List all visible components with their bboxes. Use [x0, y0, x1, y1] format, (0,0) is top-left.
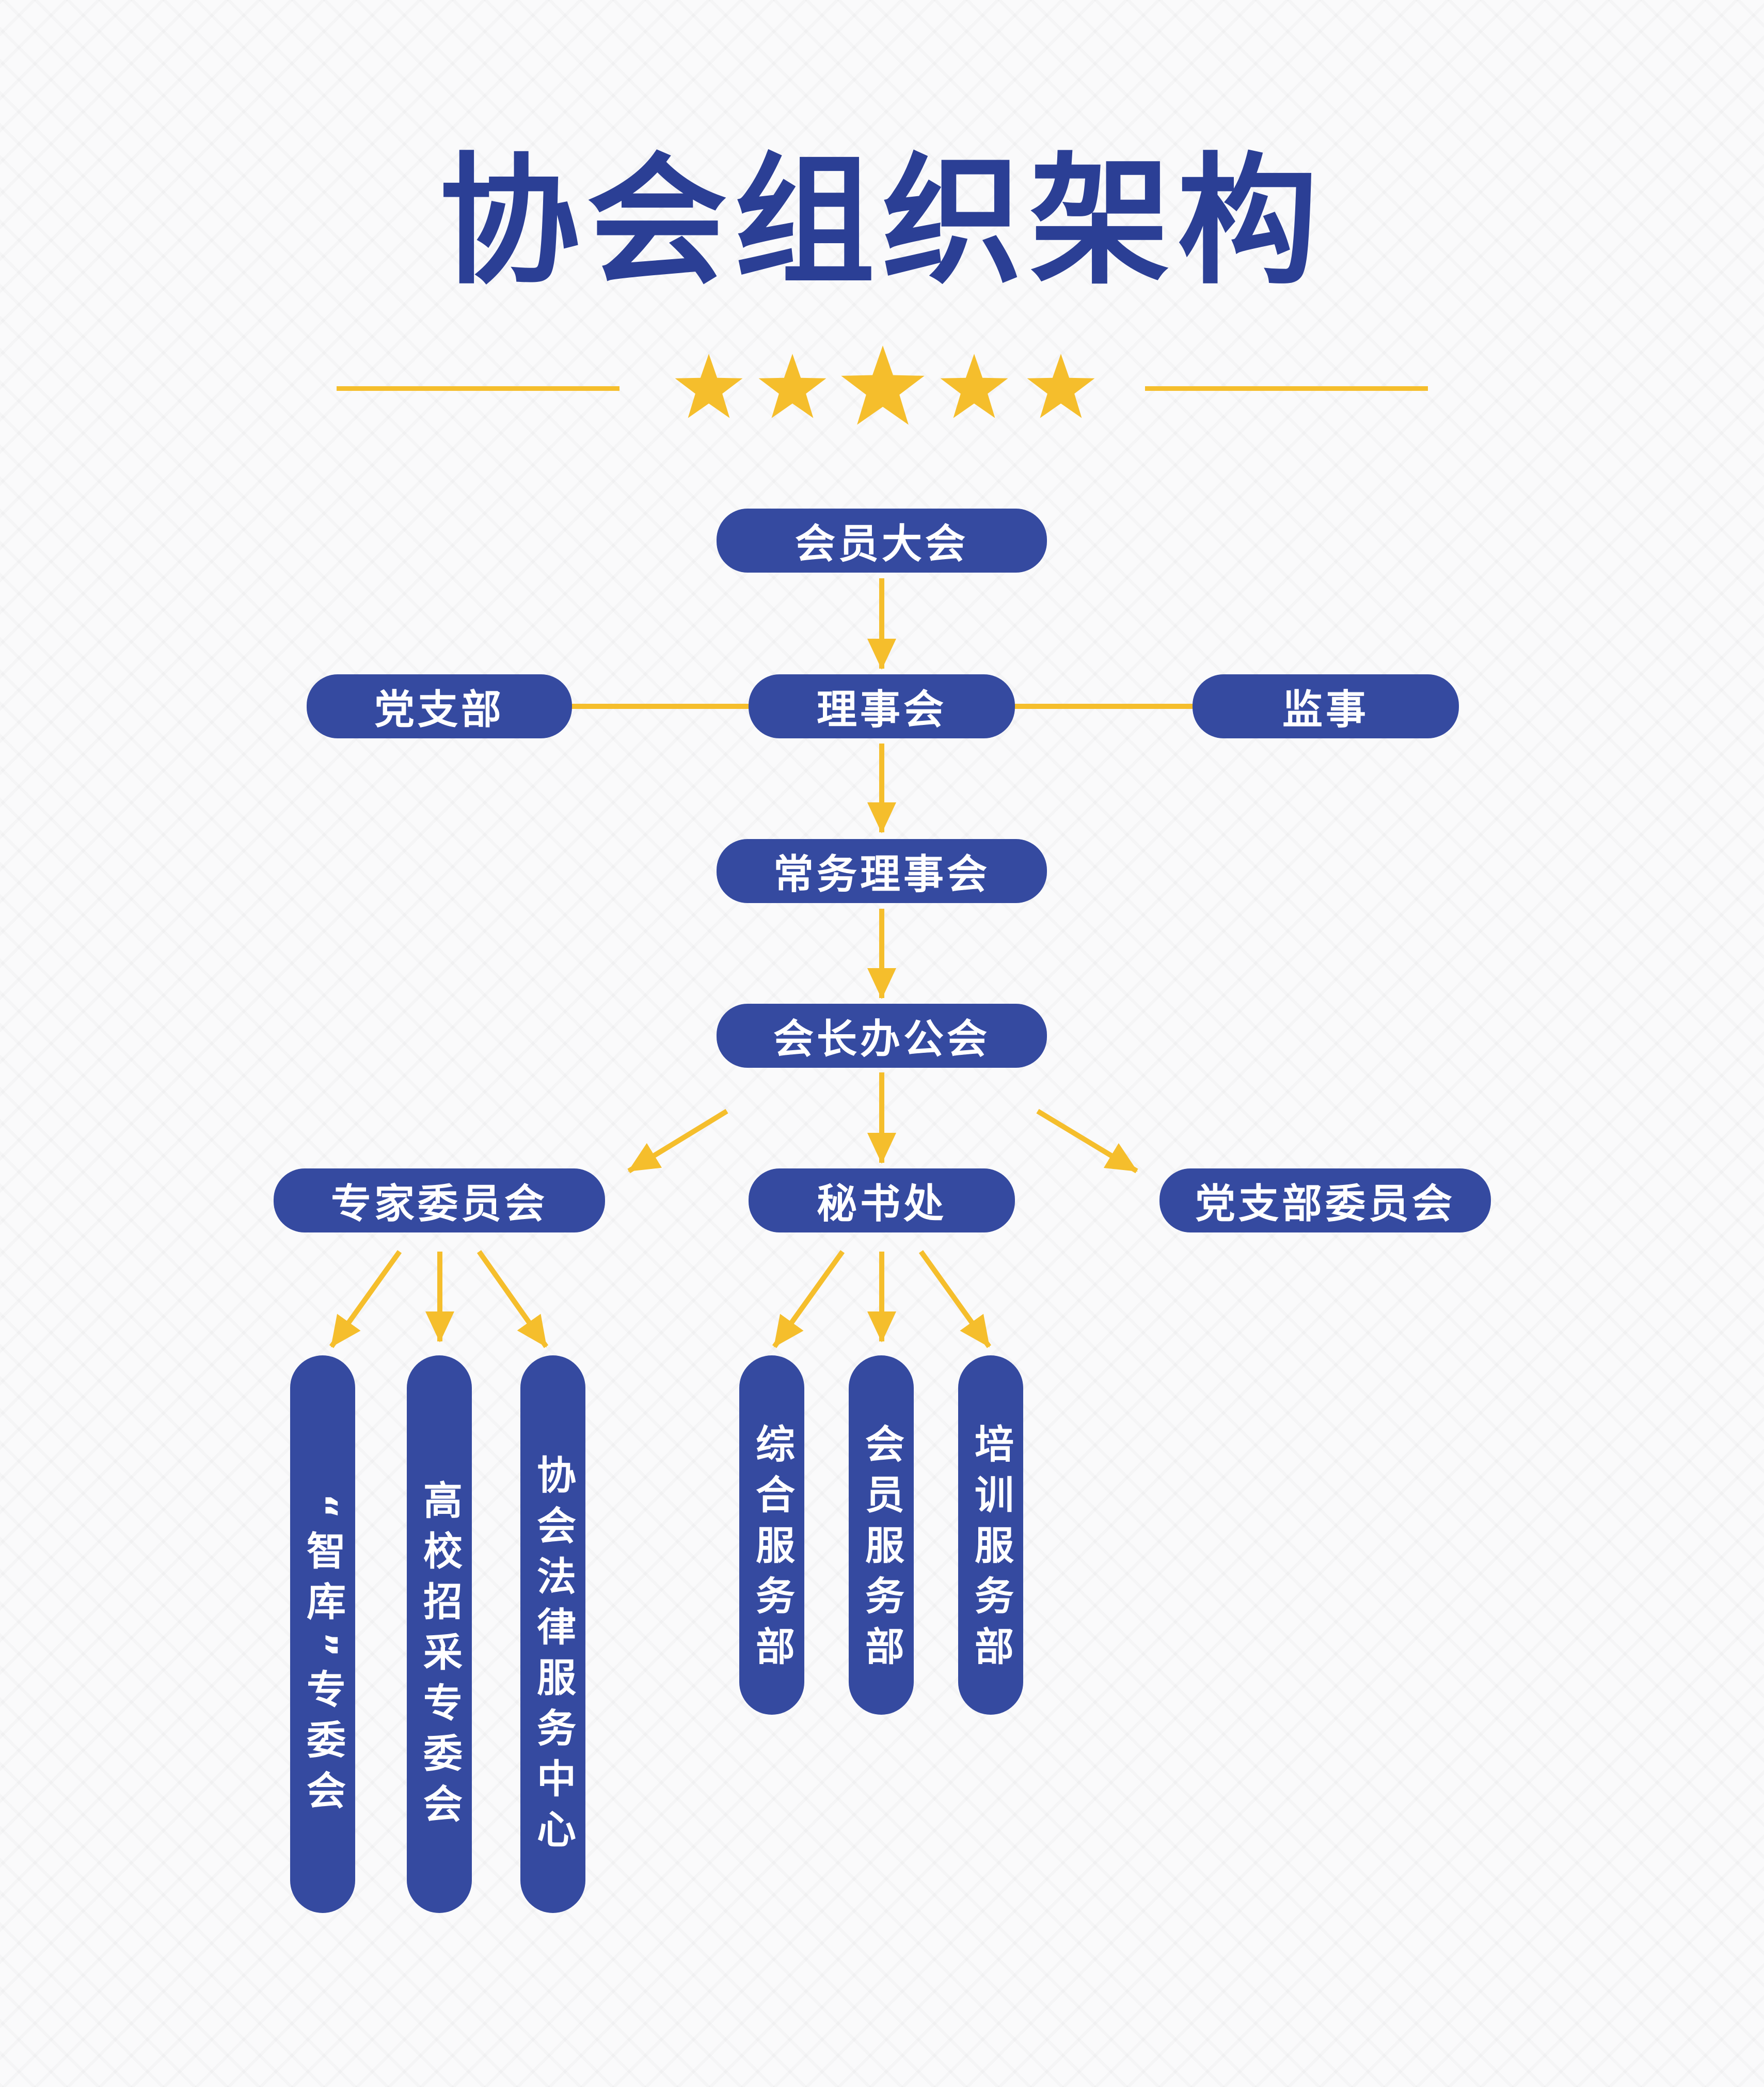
- arrow-president-to-expert: [627, 1109, 728, 1174]
- node-general-assembly: 会员大会: [717, 509, 1047, 573]
- node-expert-committee: 专家委员会: [274, 1168, 605, 1232]
- node-president-office: 会长办公会: [717, 1004, 1047, 1068]
- node-think-tank-committee: “智库”专委会: [290, 1355, 355, 1913]
- arrow-expert-to-unit-3: [476, 1250, 549, 1348]
- arrow-expert-to-unit-1: [329, 1250, 402, 1348]
- node-training-service-dept: 培训服务部: [958, 1355, 1023, 1715]
- node-member-service-dept: 会员服务部: [849, 1355, 914, 1715]
- node-party-branch-committee: 党支部委员会: [1159, 1168, 1491, 1232]
- page-title: 协会组织架构: [439, 140, 1325, 304]
- node-standing-council: 常务理事会: [717, 839, 1047, 903]
- arrow-secretariat-to-unit-1: [772, 1250, 845, 1348]
- star-icon: [1027, 354, 1095, 418]
- node-supervisor: 监事: [1193, 674, 1459, 738]
- star-icon: [675, 354, 743, 418]
- arrow-secretariat-to-unit-3: [918, 1250, 992, 1348]
- node-secretariat: 秘书处: [749, 1168, 1015, 1232]
- star-icon: [940, 354, 1008, 418]
- node-council: 理事会: [749, 674, 1015, 738]
- arrow-president-to-party-committee: [1036, 1109, 1138, 1174]
- decorative-line-right: [1145, 386, 1428, 391]
- node-party-branch: 党支部: [307, 674, 572, 738]
- node-general-service-dept: 综合服务部: [739, 1355, 804, 1715]
- star-icon: [841, 345, 925, 425]
- decorative-line-left: [337, 386, 619, 391]
- node-legal-service-center: 协会法律服务中心: [520, 1355, 585, 1913]
- star-icon: [758, 354, 827, 418]
- node-university-procurement-committee: 高校招采专委会: [407, 1355, 472, 1913]
- rating-stars: [675, 345, 1095, 425]
